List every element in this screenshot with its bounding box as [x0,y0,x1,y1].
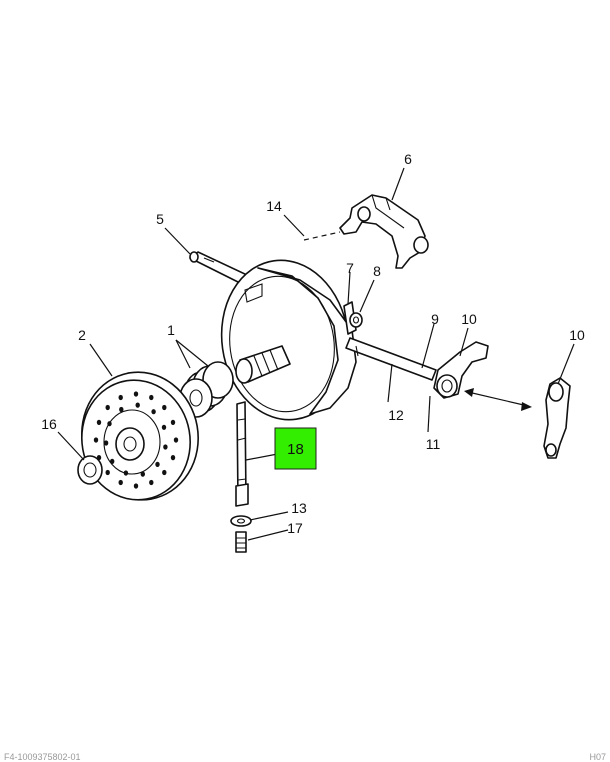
leader-lines [57,167,575,541]
disc-hole [149,479,154,486]
disc-hole [161,424,167,430]
disc-hole [140,471,145,477]
callout-14[interactable]: 14 [266,198,282,214]
figure-code: F4-1009375802-01 [4,752,81,762]
disc-hole [151,409,156,415]
disc-hole [93,437,99,443]
callout-2[interactable]: 2 [78,327,86,343]
clutch-disc-part-2[interactable] [72,363,208,509]
exploded-view-arrow [464,388,532,411]
disc-hole [96,419,102,425]
nut-part-8[interactable] [349,312,363,328]
splined-hub[interactable] [235,345,291,384]
highlight-box [274,427,317,470]
callout-10-lever[interactable]: 10 [461,311,477,327]
callout-18-highlight[interactable]: 18 [274,427,317,470]
callout-5[interactable]: 5 [156,211,164,227]
callout-12[interactable]: 12 [388,407,404,423]
release-fork-part-6[interactable] [339,194,429,269]
callout-16[interactable]: 16 [41,416,57,432]
disc-hole [173,437,179,443]
disc-hole [118,394,123,401]
disc-hole [162,404,167,411]
disc-hole [107,421,112,427]
disc-hole [110,458,115,464]
disc-hole [170,419,176,425]
callout-8[interactable]: 8 [373,263,381,279]
disc-hole [155,461,160,467]
release-lever-detail-part-10[interactable] [543,377,571,459]
disc-hole [105,469,110,476]
disc-hole [119,406,124,413]
disc-hole [118,479,123,486]
callout-7[interactable]: 7 [346,260,354,276]
page-code: H07 [589,752,606,762]
disc-hole [105,404,110,411]
disc-hole [163,444,168,450]
shaft-part-18[interactable] [235,401,249,507]
callout-9[interactable]: 9 [431,311,439,327]
callout-10-detail[interactable]: 10 [569,327,585,343]
bolt-part-17[interactable] [235,531,247,553]
disc-hole [170,455,176,461]
disc-hole [133,391,139,397]
washer-part-13[interactable] [230,515,252,527]
callout-6[interactable]: 6 [404,151,412,167]
callout-13[interactable]: 13 [291,500,307,516]
disc-hole [162,469,167,476]
callout-17[interactable]: 17 [287,520,303,536]
disc-hole [135,402,140,408]
callout-18: 18 [287,441,304,458]
disc-hole [133,483,139,489]
disc-hole [149,394,154,401]
disc-hole [123,470,129,476]
release-lever-part-10[interactable] [433,341,489,399]
release-shaft-part-12[interactable] [345,337,437,381]
bearing-part-16[interactable] [77,455,103,485]
callout-11[interactable]: 11 [426,436,441,452]
callout-1[interactable]: 1 [167,322,175,338]
callout-numbers: 6 14 5 7 8 9 10 10 1 2 16 12 11 13 17 [41,151,585,536]
disc-hole [103,440,109,446]
